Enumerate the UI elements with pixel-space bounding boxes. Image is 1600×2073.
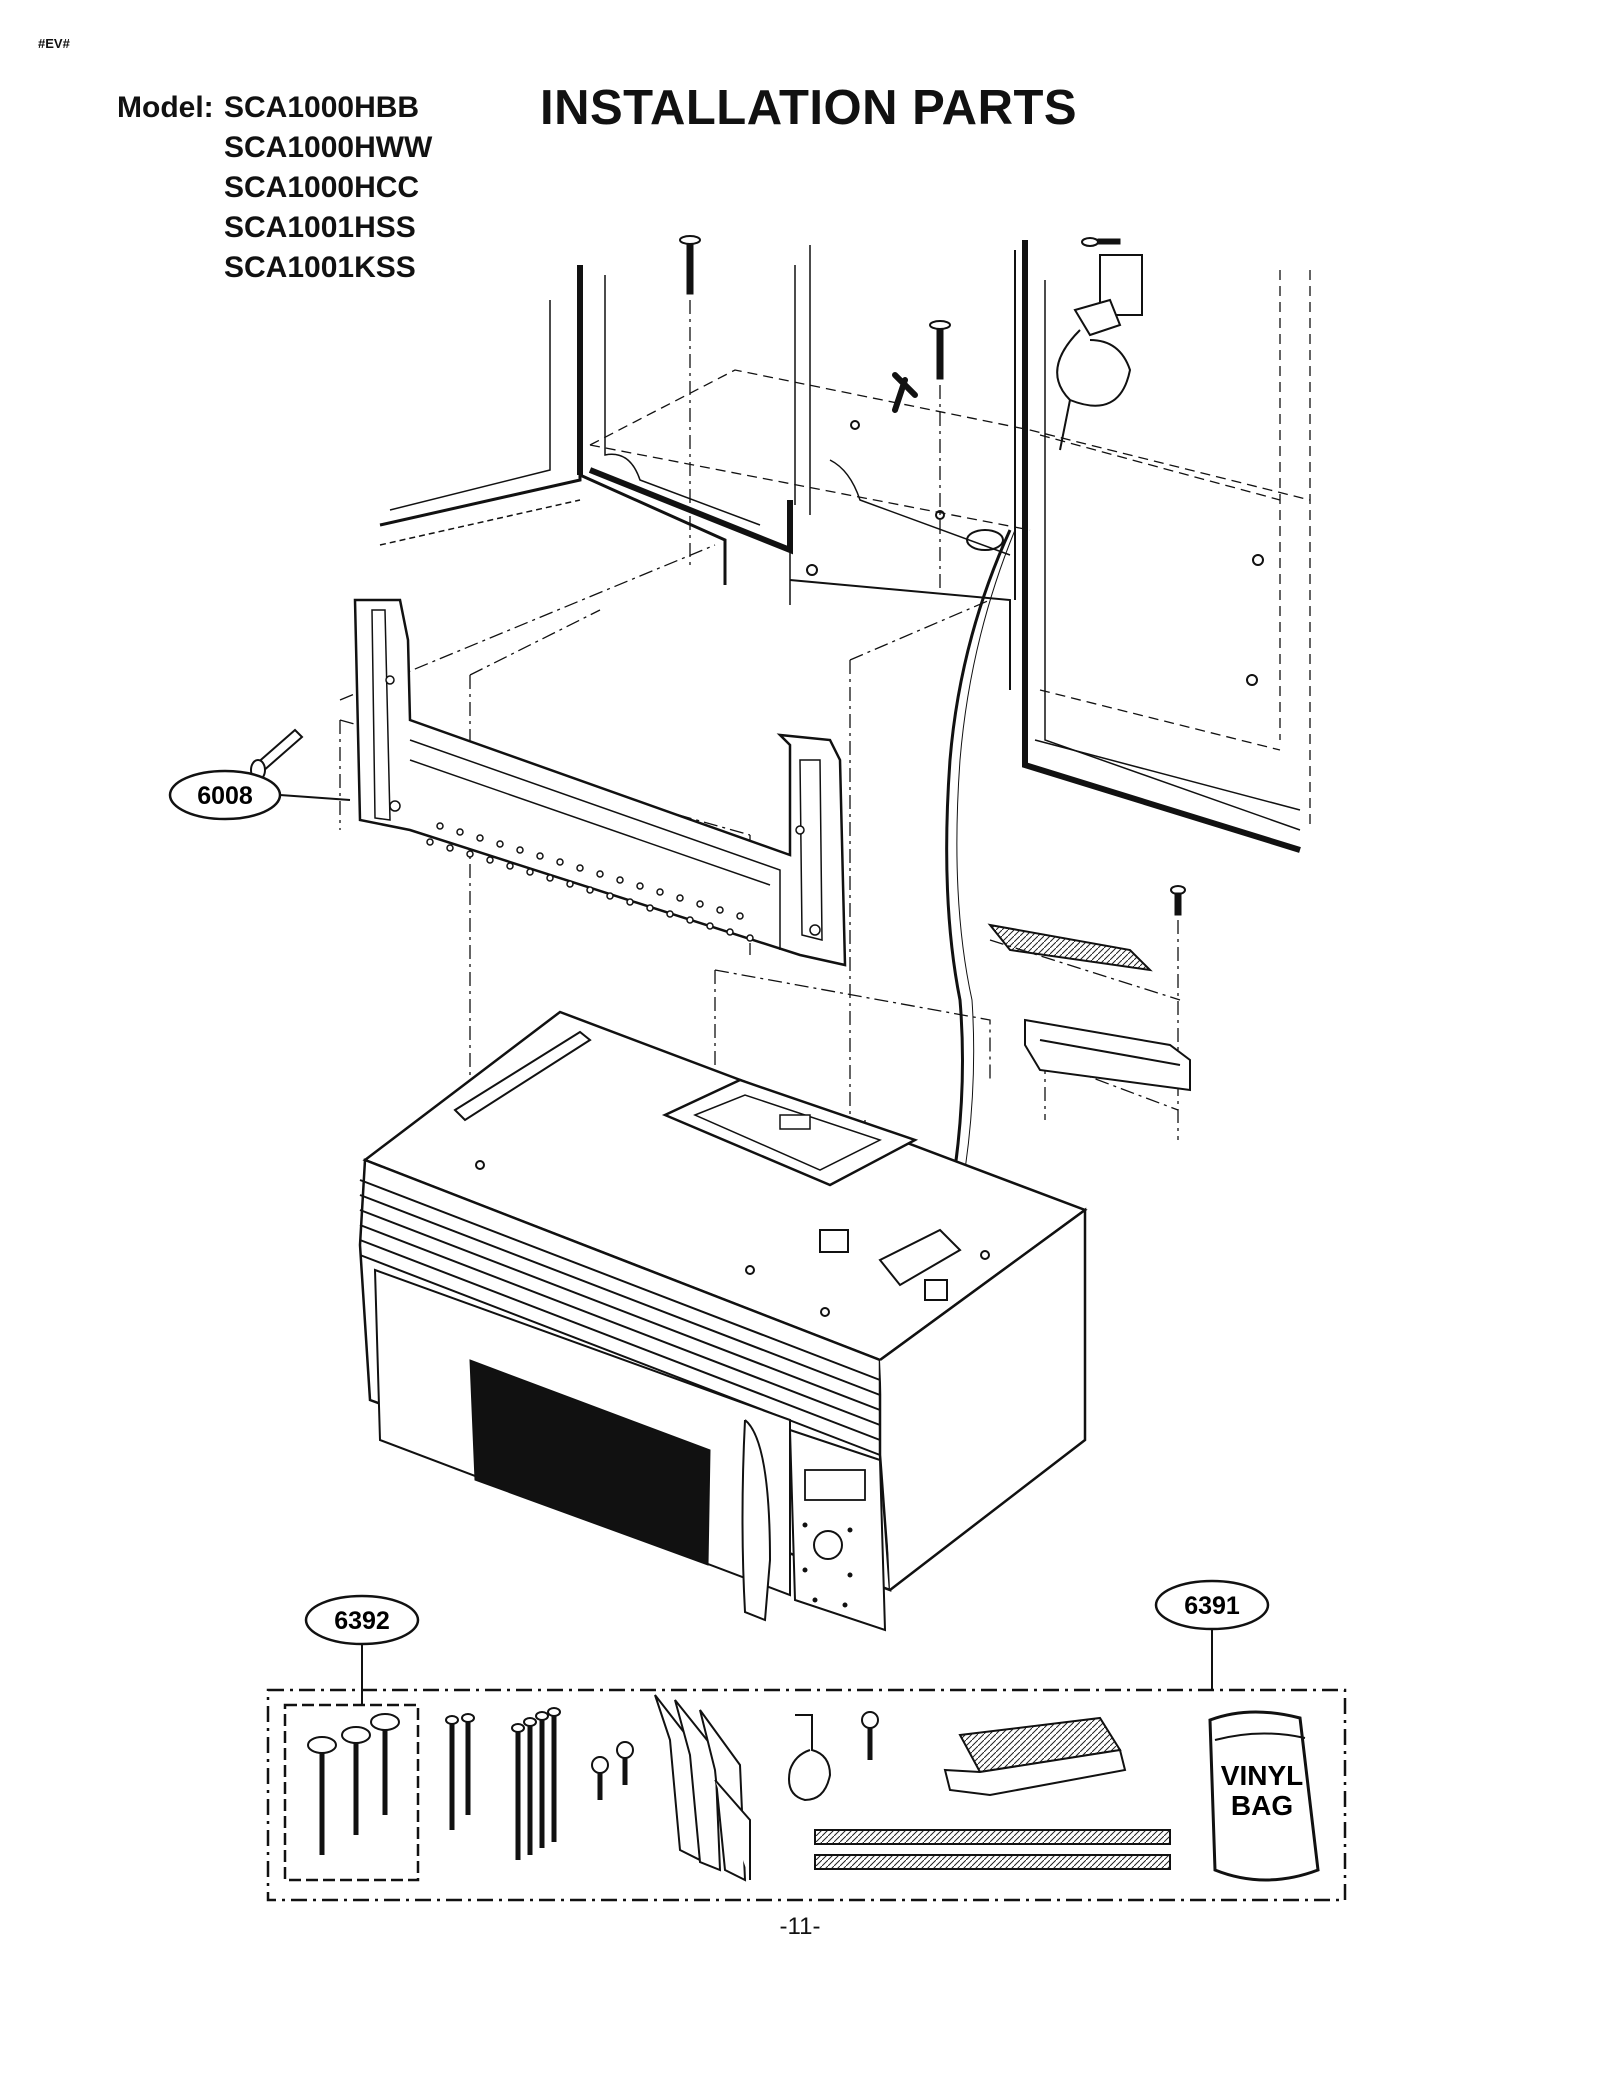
installation-kit-box — [266, 1688, 1347, 1902]
page-title: INSTALLATION PARTS — [540, 81, 1078, 135]
callout-label-6008: 6008 — [197, 782, 253, 810]
mounting-plate-holes — [385, 675, 821, 942]
exhaust-adaptor — [987, 923, 1191, 1092]
callout-label-6392: 6392 — [334, 1607, 390, 1635]
model-number: SCA1000HCC — [224, 171, 420, 204]
cabinet-screws — [679, 235, 1186, 916]
vinyl-bag — [1208, 1710, 1320, 1882]
grille-strips — [814, 1829, 1171, 1870]
long-screws — [307, 1713, 400, 1855]
cord-clamp — [788, 1714, 832, 1802]
wall-cabinets — [379, 240, 1311, 853]
callout-6008 — [168, 769, 351, 821]
assorted-screws — [445, 1707, 879, 1860]
vinyl-bag-label-line1: VINYL — [1221, 1760, 1303, 1791]
callout-6391 — [1154, 1579, 1270, 1690]
callout-6392 — [304, 1594, 420, 1705]
model-number: SCA1001KSS — [224, 251, 416, 284]
model-number: SCA1001HSS — [224, 211, 416, 244]
microwave-oven — [358, 1010, 1088, 1632]
page-number: -11- — [779, 1913, 821, 1940]
power-cord — [938, 254, 1143, 1251]
vinyl-bag-label-line2: BAG — [1231, 1790, 1293, 1821]
model-number: SCA1000HWW — [224, 131, 433, 164]
model-list: Model: SCA1000HBB SCA1000HWW SCA1000HCC S… — [117, 88, 432, 288]
model-number: SCA1000HBB — [224, 91, 420, 124]
wall-mounting-plate — [353, 598, 847, 967]
top-grille — [943, 1716, 1127, 1797]
toggle-bolt — [250, 728, 304, 781]
header-tag: #EV# — [38, 36, 70, 51]
model-label: Model: — [117, 91, 214, 124]
toggle-wings — [654, 1694, 751, 1882]
callout-label-6391: 6391 — [1184, 1592, 1240, 1620]
